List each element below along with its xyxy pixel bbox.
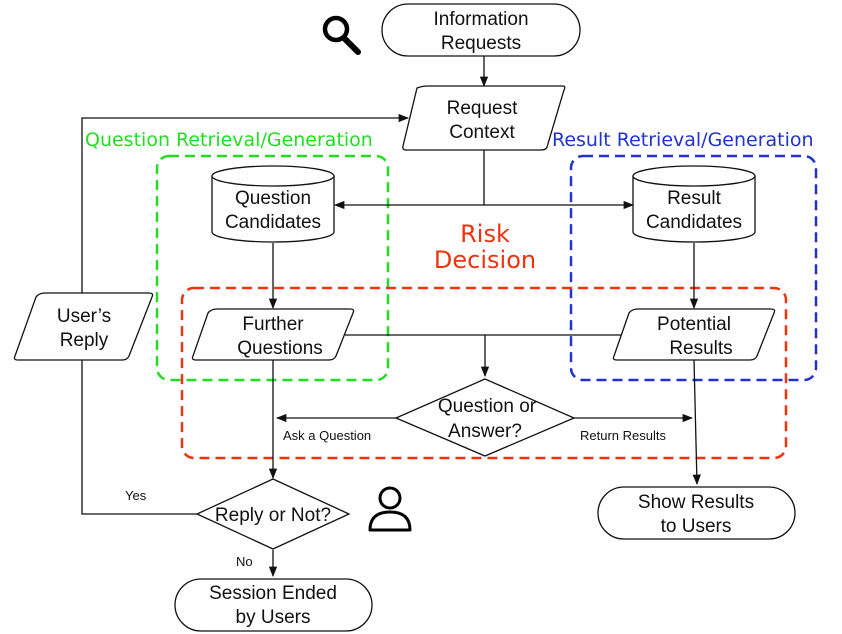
node-request-context-line1: Request xyxy=(447,98,518,119)
edge-users-reply-to-context xyxy=(81,113,410,293)
edge-potential-to-show-results xyxy=(692,359,701,486)
node-information-requests-line1: Information xyxy=(433,9,528,30)
node-users-reply-line1: User’s xyxy=(57,306,111,327)
node-result-candidates-line2: Candidates xyxy=(646,212,742,233)
node-further-questions-line2: Questions xyxy=(237,338,323,359)
node-question-candidates: Question Candidates xyxy=(211,165,335,243)
node-information-requests-line2: Requests xyxy=(441,33,521,54)
edge-label-no: No xyxy=(236,554,253,569)
edge-label-yes: Yes xyxy=(125,488,147,503)
node-reply-or-not-line1: Reply or Not? xyxy=(215,505,331,526)
node-question-candidates-line2: Candidates xyxy=(225,212,321,233)
node-request-context: Request Context xyxy=(402,85,566,151)
edge-label-ask-a-question: Ask a Question xyxy=(283,428,371,443)
node-question-or-answer: Question or Answer? xyxy=(394,378,576,457)
result-group-box xyxy=(569,154,818,382)
node-reply-or-not: Reply or Not? xyxy=(195,478,351,550)
node-potential-results-line2: Results xyxy=(669,338,732,359)
node-potential-results-line1: Potential xyxy=(657,314,731,335)
node-users-reply-line2: Reply xyxy=(60,330,109,351)
risk-decision-label-line1: Risk xyxy=(460,220,510,248)
search-icon xyxy=(322,15,361,55)
question-group-label: Question Retrieval/Generation xyxy=(85,129,373,151)
user-icon xyxy=(368,486,412,532)
node-show-results: Show Results to Users xyxy=(597,486,796,540)
node-further-questions: Further Questions xyxy=(191,308,355,361)
node-session-ended: Session Ended by Users xyxy=(174,578,373,632)
node-question-or-answer-line2: Answer? xyxy=(448,421,522,442)
node-request-context-line2: Context xyxy=(449,122,515,143)
node-further-questions-line1: Further xyxy=(242,314,304,335)
node-question-candidates-line1: Question xyxy=(235,188,311,209)
node-information-requests: Information Requests xyxy=(381,3,581,57)
risk-decision-label-line2: Decision xyxy=(434,246,536,274)
node-result-candidates: Result Candidates xyxy=(632,165,756,243)
edge-yes-to-users-reply xyxy=(81,360,197,515)
risk-decision-group-box xyxy=(180,286,788,460)
node-session-ended-line1: Session Ended xyxy=(209,583,337,604)
node-session-ended-line2: by Users xyxy=(236,607,311,628)
node-result-candidates-line1: Result xyxy=(667,188,722,209)
result-group-label: Result Retrieval/Generation xyxy=(552,129,814,151)
node-show-results-line1: Show Results xyxy=(638,492,754,513)
node-show-results-line2: to Users xyxy=(661,516,732,537)
edge-label-return-results: Return Results xyxy=(580,428,666,443)
node-potential-results: Potential Results xyxy=(612,308,776,361)
node-question-or-answer-line1: Question or xyxy=(438,396,537,417)
node-users-reply: User’s Reply xyxy=(13,292,154,361)
